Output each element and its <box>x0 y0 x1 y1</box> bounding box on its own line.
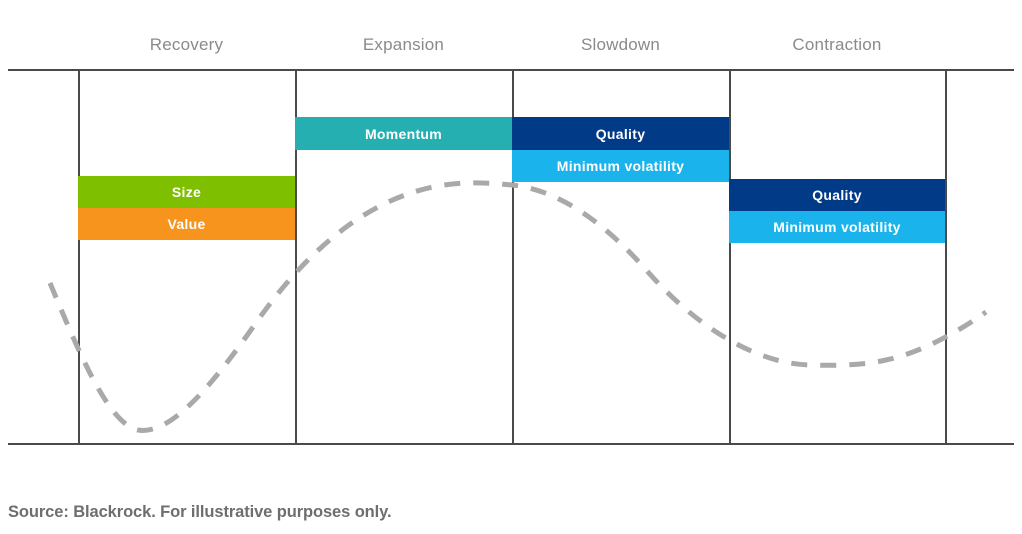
factor-bar-label: Quality <box>595 125 646 142</box>
axis-line-bottom <box>8 443 1014 445</box>
phase-divider <box>729 70 731 444</box>
phase-label-expansion: Expansion <box>362 35 445 54</box>
factor-bar: Minimum volatility <box>729 211 945 243</box>
factor-bar-label: Momentum <box>364 125 443 142</box>
axis-line-top <box>8 69 1014 71</box>
phase-label-recovery: Recovery <box>149 35 224 54</box>
factor-bar: Quality <box>729 179 945 211</box>
factor-bar-label: Minimum volatility <box>773 219 901 235</box>
factor-bar: Minimum volatility <box>512 150 729 182</box>
factor-bar: Value <box>78 208 295 240</box>
source-note: Source: Blackrock. For illustrative purp… <box>8 503 392 521</box>
factor-bar-label: Value <box>167 216 206 232</box>
factor-bar: Quality <box>512 117 729 150</box>
factor-bar-label: Minimum volatility <box>556 158 685 174</box>
phase-label-contraction: Contraction <box>792 35 882 54</box>
phase-label-slowdown: Slowdown <box>580 35 661 54</box>
phase-divider <box>78 70 80 444</box>
factor-bar-label: Quality <box>812 187 862 203</box>
factor-bar-label: Size <box>171 184 202 200</box>
factor-bar: Size <box>78 176 295 208</box>
factor-bar: Momentum <box>295 117 512 150</box>
phase-divider <box>945 70 947 444</box>
